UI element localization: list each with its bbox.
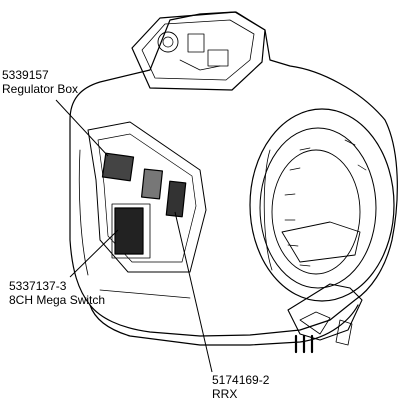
callout-rrx: 5174169-2 RRX — [212, 373, 269, 401]
regulator-box — [101, 152, 135, 182]
leader-regulator-box — [55, 99, 109, 157]
callout-label: 8CH Mega Switch — [9, 293, 106, 307]
front-panel-inner — [97, 133, 197, 263]
top-box-inner — [141, 19, 255, 81]
callout-mega-switch: 5337137-3 8CH Mega Switch — [9, 279, 105, 307]
callout-label: Regulator Box — [2, 82, 79, 96]
bore-outer — [249, 108, 395, 302]
leader-rrx — [174, 211, 213, 373]
leader-mega-switch — [69, 229, 119, 278]
callout-regulator-box: 5339157 Regulator Box — [2, 68, 78, 96]
callout-part-number: 5337137-3 — [9, 279, 67, 293]
pendant-unit — [287, 283, 363, 341]
top-box — [131, 11, 266, 91]
callout-part-number: 5339157 — [2, 68, 49, 82]
callout-label: RRX — [212, 387, 238, 401]
callout-part-number: 5174169-2 — [212, 373, 270, 387]
bore-ring — [259, 127, 377, 289]
housing-base — [89, 304, 359, 346]
patient-tray — [281, 221, 361, 263]
front-panel — [87, 121, 207, 273]
bore-inner — [271, 149, 361, 275]
